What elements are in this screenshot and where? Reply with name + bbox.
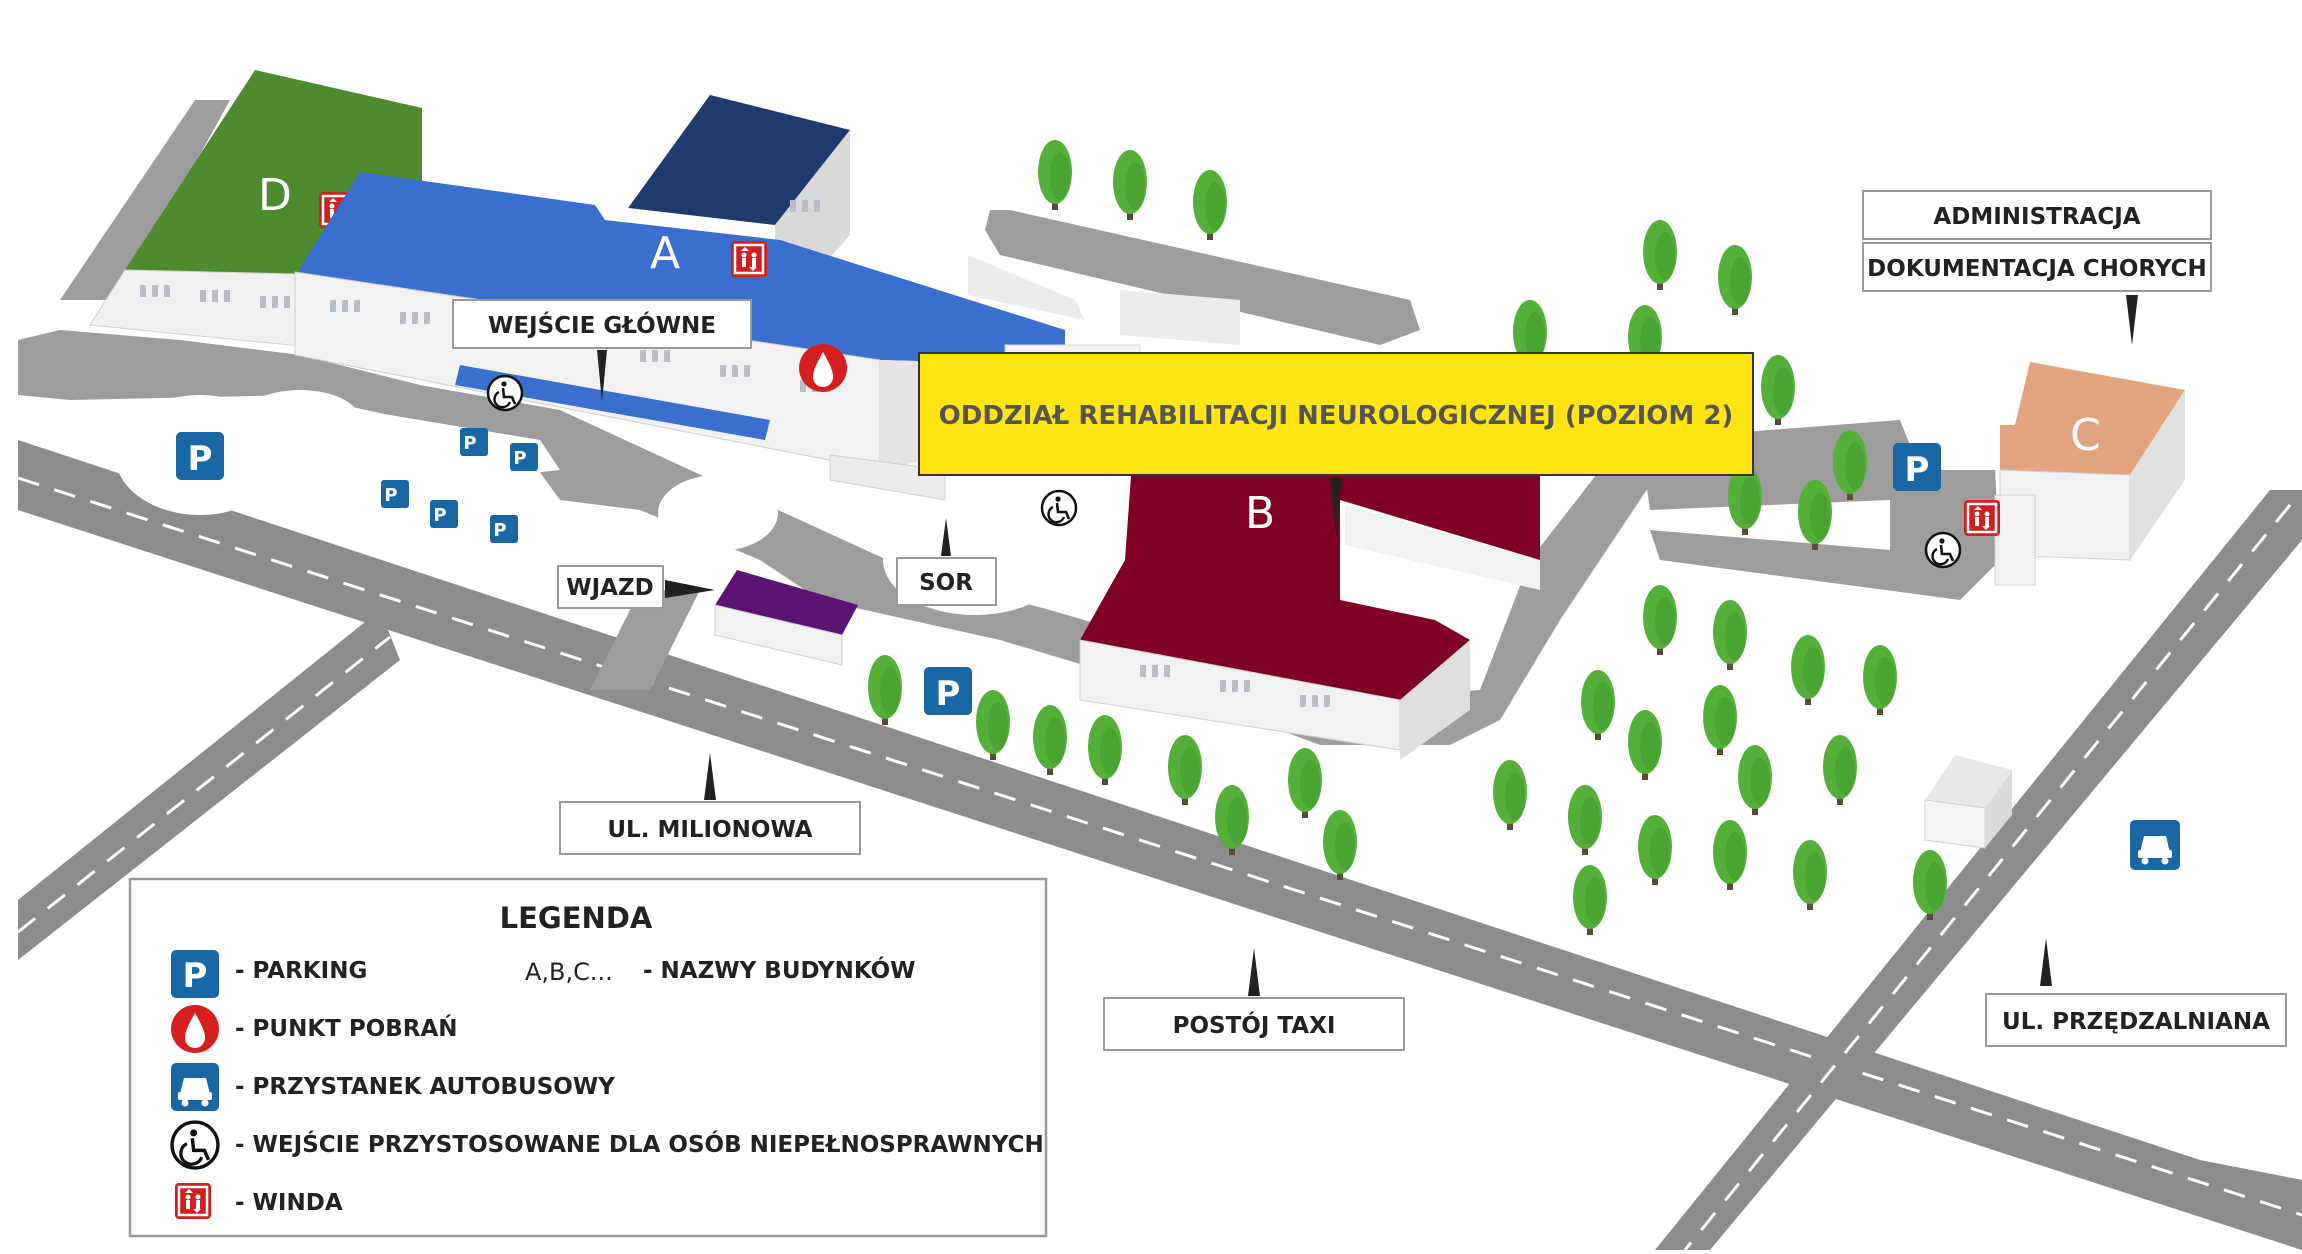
site-road bbox=[18, 330, 1660, 745]
svg-text:P: P bbox=[936, 674, 961, 714]
legend: LEGENDA P - PARKING A,B,C... - NAZWY BUD… bbox=[128, 877, 1048, 1238]
legend-elevator-label: - WINDA bbox=[235, 1190, 343, 1216]
building-a-label: A bbox=[650, 228, 680, 279]
building-c-label: C bbox=[2070, 410, 2101, 461]
svg-text:P: P bbox=[463, 433, 476, 454]
label-entry: WJAZD bbox=[557, 565, 715, 609]
blood-point-icon bbox=[799, 344, 847, 392]
building-d-label: D bbox=[258, 170, 292, 221]
street-przedzalniana bbox=[1655, 490, 2302, 1250]
legend-wheelchair-icon bbox=[170, 1120, 220, 1170]
parking-icon-bottom: P bbox=[924, 667, 972, 715]
street-left bbox=[18, 610, 400, 960]
svg-text:WEJŚCIE GŁÓWNE: WEJŚCIE GŁÓWNE bbox=[488, 311, 716, 339]
wheelchair-icon-a bbox=[486, 374, 524, 412]
building-c: C bbox=[1994, 362, 2185, 586]
label-street-milionowa: UL. MILIONOWA bbox=[559, 753, 861, 855]
svg-text:P: P bbox=[513, 448, 526, 469]
legend-box bbox=[128, 877, 1048, 1238]
wheelchair-icon-sor bbox=[1040, 489, 1078, 527]
legend-accessible-label: - WEJŚCIE PRZYSTOSOWANE DLA OSÓB NIEPEŁN… bbox=[235, 1130, 1044, 1158]
building-b-label: B bbox=[1245, 488, 1275, 539]
label-medical-records: DOKUMENTACJA CHORYCH bbox=[1862, 242, 2212, 345]
legend-parking-icon: P bbox=[171, 950, 219, 998]
label-main-entrance: WEJŚCIE GŁÓWNE bbox=[452, 299, 752, 402]
svg-text:ADMINISTRACJA: ADMINISTRACJA bbox=[1933, 204, 2140, 230]
svg-text:DOKUMENTACJA CHORYCH: DOKUMENTACJA CHORYCH bbox=[1867, 256, 2207, 282]
svg-text:SOR: SOR bbox=[919, 570, 973, 596]
parking-icon-left: P bbox=[176, 432, 224, 480]
accessible-parking-icon-1: P bbox=[460, 428, 488, 456]
label-administration: ADMINISTRACJA bbox=[1862, 190, 2212, 240]
building-small-right bbox=[1924, 755, 2012, 849]
svg-text:P: P bbox=[384, 485, 397, 506]
elevator-icon-a bbox=[729, 239, 769, 279]
label-taxi: POSTÓJ TAXI bbox=[1103, 948, 1405, 1051]
elevator-icon-c bbox=[1962, 498, 2002, 538]
svg-text:UL. PRZĘDZALNIANA: UL. PRZĘDZALNIANA bbox=[2002, 1009, 2270, 1035]
legend-blood-icon bbox=[171, 1005, 219, 1053]
svg-text:P: P bbox=[1905, 450, 1930, 490]
svg-text:P: P bbox=[183, 956, 208, 996]
legend-building-names-sample: A,B,C... bbox=[525, 958, 613, 986]
legend-bus-label: - PRZYSTANEK AUTOBUSOWY bbox=[235, 1074, 615, 1100]
bus-stop-icon bbox=[2130, 820, 2180, 870]
legend-building-names-label: - NAZWY BUDYNKÓW bbox=[643, 956, 916, 984]
parking-icons: P P P P P P P P bbox=[176, 428, 1941, 715]
legend-elevator-icon bbox=[173, 1181, 213, 1221]
label-neuro-rehab: ODDZIAŁ REHABILITACJI NEUROLOGICZNEJ (PO… bbox=[918, 352, 1754, 535]
accessible-parking-icon-5: P bbox=[490, 515, 518, 543]
label-street-przedzalniana: UL. PRZĘDZALNIANA bbox=[1985, 938, 2287, 1047]
svg-text:POSTÓJ TAXI: POSTÓJ TAXI bbox=[1173, 1011, 1336, 1039]
legend-title: LEGENDA bbox=[500, 901, 653, 935]
svg-text:WJAZD: WJAZD bbox=[566, 575, 654, 601]
svg-text:UL. MILIONOWA: UL. MILIONOWA bbox=[607, 817, 812, 843]
legend-parking-label: - PARKING bbox=[235, 958, 367, 984]
parking-icon-right: P bbox=[1893, 443, 1941, 491]
accessible-parking-icon-3: P bbox=[381, 480, 409, 508]
wheelchair-icon-c bbox=[1924, 531, 1962, 569]
svg-text:P: P bbox=[433, 505, 446, 526]
building-b: B bbox=[1079, 410, 1540, 760]
legend-bus-icon bbox=[171, 1063, 219, 1111]
svg-text:P: P bbox=[493, 520, 506, 541]
building-purple bbox=[714, 570, 858, 666]
legend-blood-label: - PUNKT POBRAŃ bbox=[235, 1014, 458, 1042]
svg-text:ODDZIAŁ REHABILITACJI NEUROLOG: ODDZIAŁ REHABILITACJI NEUROLOGICZNEJ (PO… bbox=[939, 401, 1734, 431]
svg-text:P: P bbox=[188, 439, 213, 479]
accessible-parking-icon-4: P bbox=[430, 500, 458, 528]
label-er: SOR bbox=[896, 518, 997, 606]
accessible-parking-icon-2: P bbox=[510, 443, 538, 471]
